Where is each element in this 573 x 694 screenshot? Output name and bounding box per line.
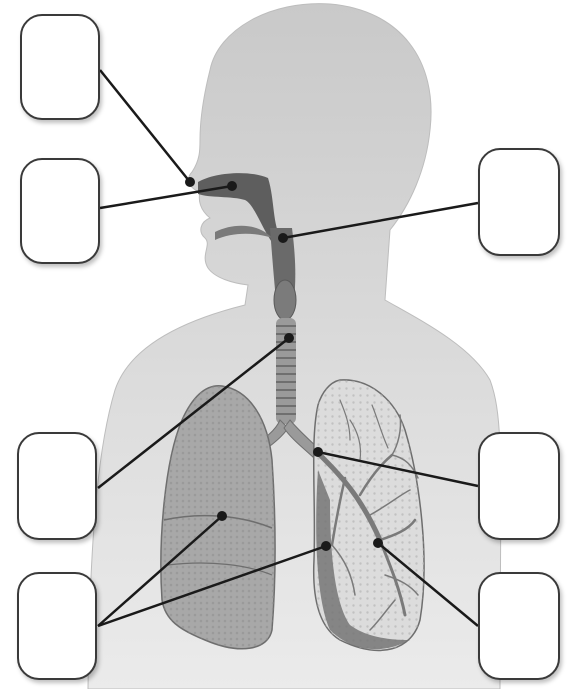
endpoint-bronchus xyxy=(313,447,323,457)
endpoint-lung-right xyxy=(321,541,331,551)
endpoint-nasal-cavity xyxy=(227,181,237,191)
label-box-3[interactable] xyxy=(478,148,560,256)
label-box-1[interactable] xyxy=(20,14,100,120)
label-box-6[interactable] xyxy=(478,432,560,540)
larynx xyxy=(274,280,296,320)
label-box-4[interactable] xyxy=(17,432,97,540)
endpoint-bronchiole xyxy=(373,538,383,548)
endpoint-trachea xyxy=(284,333,294,343)
leader-line-1 xyxy=(100,70,190,182)
endpoint-lung-left xyxy=(217,511,227,521)
trachea xyxy=(276,318,296,424)
label-box-7[interactable] xyxy=(478,572,560,680)
label-box-5[interactable] xyxy=(17,572,97,680)
label-box-2[interactable] xyxy=(20,158,100,264)
endpoint-pharynx xyxy=(278,233,288,243)
endpoint-nose xyxy=(185,177,195,187)
